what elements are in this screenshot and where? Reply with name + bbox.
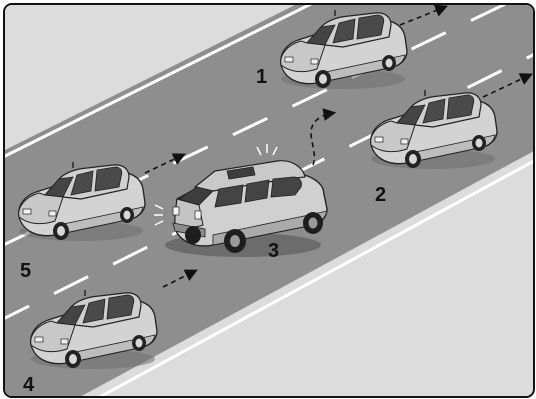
label-car-5: 5 [20,260,31,282]
label-car-2: 2 [375,184,386,206]
label-car-4: 4 [23,374,35,396]
road-scene: 1 2 3 4 5 [5,5,533,396]
label-car-3: 3 [268,240,279,262]
label-car-1: 1 [256,66,267,88]
illustration-frame: 1 2 3 4 5 [3,3,535,398]
